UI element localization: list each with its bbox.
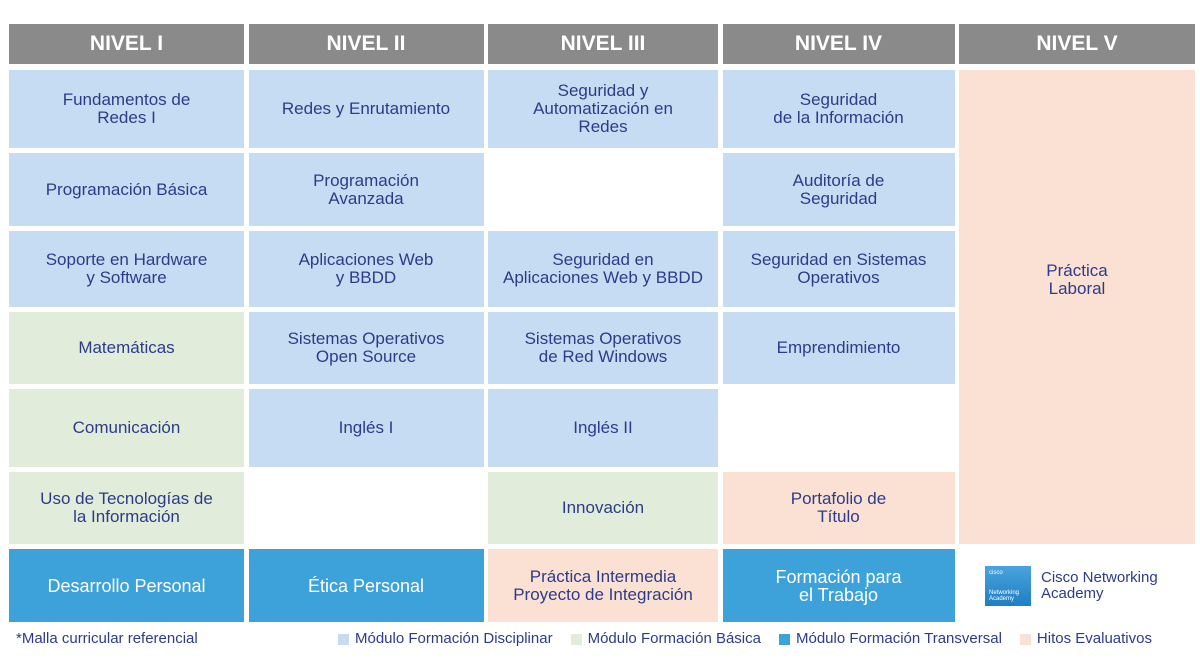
footnote: *Malla curricular referencial xyxy=(16,630,198,647)
cisco-badge-icon: cisco Networking Academy xyxy=(985,565,1031,606)
course-cell: Sistemas Operativos de Red Windows xyxy=(488,312,718,384)
legend-label: Módulo Formación Disciplinar xyxy=(355,630,553,647)
course-cell: Desarrollo Personal xyxy=(9,549,244,622)
legend-item: Módulo Formación Transversal xyxy=(779,630,1002,647)
course-cell: Seguridad en Sistemas Operativos xyxy=(722,231,955,307)
course-cell: Inglés II xyxy=(488,389,718,467)
course-cell: Soporte en Hardware y Software xyxy=(9,231,244,307)
legend-label: Módulo Formación Transversal xyxy=(796,630,1002,647)
swatch-icon xyxy=(779,633,790,645)
course-cell: Programación Avanzada xyxy=(248,153,484,226)
course-cell: Innovación xyxy=(488,472,718,544)
course-cell: Inglés I xyxy=(248,389,484,467)
legend-label: Hitos Evaluativos xyxy=(1036,630,1152,647)
header-nivel-3: NIVEL III xyxy=(488,24,718,64)
course-cell: Programación Básica xyxy=(9,153,244,226)
header-nivel-5: NIVEL V xyxy=(959,24,1195,64)
legend-label: Módulo Formación Básica xyxy=(587,630,761,647)
course-cell: Emprendimiento xyxy=(722,312,955,384)
swatch-icon xyxy=(1019,633,1031,645)
course-cell: Matemáticas xyxy=(9,312,244,384)
course-cell: Ética Personal xyxy=(248,549,484,622)
level-headers: NIVEL I NIVEL II NIVEL III NIVEL IV NIVE… xyxy=(9,24,1195,64)
header-nivel-1: NIVEL I xyxy=(9,24,244,64)
course-cell: Formación para el Trabajo xyxy=(722,549,955,622)
swatch-icon xyxy=(570,633,582,645)
legend: Módulo Formación Disciplinar Módulo Form… xyxy=(338,630,1152,647)
course-cell: Redes y Enrutamiento xyxy=(248,70,484,148)
course-cell: Fundamentos de Redes I xyxy=(9,70,244,148)
course-cell: Aplicaciones Web y BBDD xyxy=(248,231,484,307)
logo-text: Cisco Networking Academy xyxy=(1041,568,1158,602)
header-nivel-2: NIVEL II xyxy=(248,24,484,64)
course-cell: Seguridad en Aplicaciones Web y BBDD xyxy=(488,231,718,307)
course-cell: Sistemas Operativos Open Source xyxy=(248,312,484,384)
legend-item: Módulo Formación Disciplinar xyxy=(338,630,553,647)
curriculum-grid: Fundamentos de Redes I Programación Bási… xyxy=(9,70,1195,622)
course-cell: Comunicación xyxy=(9,389,244,467)
badge-top-text: cisco xyxy=(989,569,1003,576)
course-cell: Práctica Intermedia Proyecto de Integrac… xyxy=(488,549,718,622)
header-nivel-4: NIVEL IV xyxy=(722,24,955,64)
course-cell-practica-laboral: Práctica Laboral xyxy=(959,70,1195,544)
legend-item: Hitos Evaluativos xyxy=(1019,630,1152,647)
legend-item: Módulo Formación Básica xyxy=(570,630,761,647)
course-cell: Portafolio de Título xyxy=(722,472,955,544)
badge-bottom-text: Networking Academy xyxy=(989,589,1020,602)
course-cell: Seguridad y Automatización en Redes xyxy=(488,70,718,148)
cisco-logo: cisco Networking Academy Cisco Networkin… xyxy=(959,549,1195,622)
swatch-icon xyxy=(338,633,349,645)
course-cell: Seguridad de la Información xyxy=(722,70,955,148)
course-cell: Auditoría de Seguridad xyxy=(722,153,955,226)
course-cell: Uso de Tecnologías de la Información xyxy=(9,472,244,544)
